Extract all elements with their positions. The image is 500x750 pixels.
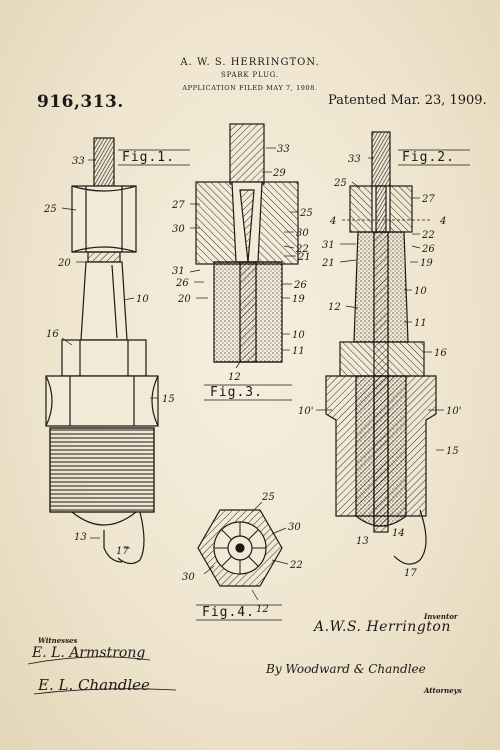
attorneys-signature: By Woodward & Chandlee xyxy=(266,662,426,676)
fig3-label-30a: 30 xyxy=(172,224,185,235)
fig2-label-13: 13 xyxy=(356,536,369,547)
figure-4-drawing xyxy=(197,509,283,587)
fig4-label-30b: 30 xyxy=(182,572,195,583)
inventor-signature: A.W.S. Herrington xyxy=(314,619,451,635)
fig1-caption-text: Fig.1. xyxy=(122,150,175,165)
fig1-label-13: 13 xyxy=(74,532,87,543)
fig2-label-22: 22 xyxy=(421,230,435,241)
fig2-caption-text: Fig.2. xyxy=(402,150,455,165)
fig1-label-10: 10 xyxy=(136,294,149,305)
fig2-label-19: 19 xyxy=(420,258,433,269)
fig3-label-11: 11 xyxy=(292,346,305,357)
fig2-caption: Fig.2. xyxy=(398,149,470,166)
inventor-header: A. W. S. HERRINGTON. xyxy=(180,57,320,68)
fig1-label-33: 33 xyxy=(72,156,85,167)
figure-1-drawing xyxy=(45,137,159,565)
attorneys-title: Attorneys xyxy=(424,686,462,695)
fig4-label-30a: 30 xyxy=(288,522,301,533)
fig2-label-31: 31 xyxy=(322,240,335,251)
fig3-label-31: 31 xyxy=(172,266,185,277)
witnesses-title: Witnesses xyxy=(38,636,78,645)
fig3-label-19: 19 xyxy=(292,294,305,305)
fig3-label-26b: 26 xyxy=(293,280,307,291)
fig1-label-17: 17 xyxy=(116,546,129,557)
fig2-label-25: 25 xyxy=(333,178,347,189)
figure-3-drawing xyxy=(195,123,299,363)
fig2-label-4a: 4 xyxy=(329,216,336,227)
fig3-caption: Fig.3. xyxy=(204,384,292,401)
fig3-label-22: 22 xyxy=(295,244,309,255)
fig3-label-33: 33 xyxy=(277,144,290,155)
figure-2-drawing xyxy=(325,131,437,565)
fig2-label-10p-left: 10' xyxy=(298,406,313,417)
fig2-label-11: 11 xyxy=(414,318,427,329)
fig1-label-16: 16 xyxy=(46,329,59,340)
fig2-label-14: 14 xyxy=(392,528,405,539)
fig3-label-26a: 26 xyxy=(175,278,189,289)
fig3-label-27: 27 xyxy=(171,200,185,211)
inventor-title: Inventor xyxy=(424,612,458,621)
fig4-label-12: 12 xyxy=(256,604,269,615)
fig2-label-4b: 4 xyxy=(439,216,446,227)
fig3-label-10: 10 xyxy=(292,330,305,341)
fig2-label-27: 27 xyxy=(421,194,435,205)
fig3-label-25: 25 xyxy=(299,208,313,219)
patent-date: Patented Mar. 23, 1909. xyxy=(328,93,487,108)
fig3-label-12: 12 xyxy=(228,372,241,383)
witness-2-signature: E. L. Chandlee xyxy=(38,676,150,694)
fig1-label-25: 25 xyxy=(43,204,57,215)
fig4-caption: Fig.4. xyxy=(196,604,282,621)
filing-date: APPLICATION FILED MAY 7, 1908. xyxy=(182,84,318,92)
fig3-label-20: 20 xyxy=(177,294,191,305)
patent-number: 916,313. xyxy=(37,92,124,112)
fig2-label-10p-right: 10' xyxy=(446,406,461,417)
fig2-label-17: 17 xyxy=(404,568,417,579)
fig4-caption-text: Fig.4. xyxy=(202,605,255,620)
fig4-label-22: 22 xyxy=(289,560,303,571)
fig2-label-10: 10 xyxy=(414,286,427,297)
fig3-label-21: 21 xyxy=(297,252,311,263)
fig1-label-15: 15 xyxy=(162,394,175,405)
witness-1-signature: E. L. Armstrong xyxy=(32,645,146,661)
fig3-label-30b: 30 xyxy=(296,228,309,239)
fig2-label-33: 33 xyxy=(348,154,361,165)
fig1-caption: Fig.1. xyxy=(118,149,190,166)
fig2-label-26: 26 xyxy=(421,244,435,255)
fig2-label-12: 12 xyxy=(328,302,341,313)
fig2-label-16: 16 xyxy=(434,348,447,359)
invention-title: SPARK PLUG. xyxy=(221,71,279,79)
fig3-caption-text: Fig.3. xyxy=(210,385,263,400)
fig4-label-25: 25 xyxy=(261,492,275,503)
fig2-label-21: 21 xyxy=(321,258,335,269)
fig2-label-15: 15 xyxy=(446,446,459,457)
fig1-label-20: 20 xyxy=(57,258,71,269)
fig3-label-29: 29 xyxy=(272,168,286,179)
